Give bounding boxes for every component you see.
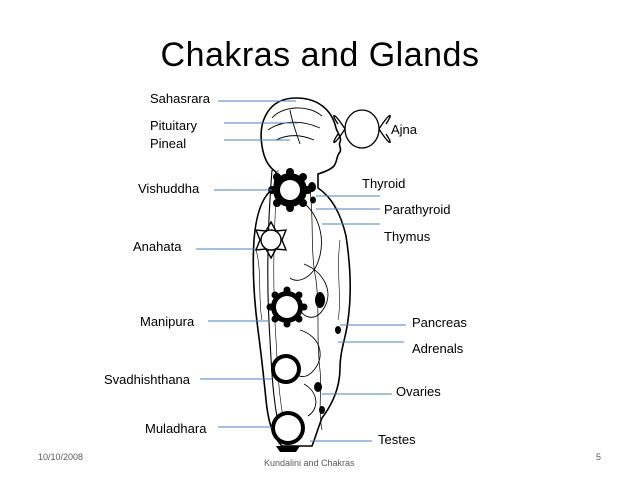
ovary-gland-marker: [314, 382, 322, 392]
label-sahasrara: Sahasrara: [150, 91, 210, 106]
adrenal-gland-marker: [335, 326, 341, 334]
ovary-gland-marker-2: [319, 406, 325, 414]
manipura-chakra-icon: [266, 286, 308, 328]
anahata-chakra-icon: [254, 220, 288, 260]
vishuddha-chakra-icon: [268, 168, 312, 212]
ajna-eye-symbol: [333, 109, 391, 149]
footer-page-number: 5: [596, 452, 602, 462]
label-vishuddha: Vishuddha: [138, 181, 200, 196]
label-testes: Testes: [378, 432, 416, 447]
label-pituitary: Pituitary: [150, 118, 197, 133]
label-pancreas: Pancreas: [412, 315, 467, 330]
label-ovaries: Ovaries: [396, 384, 441, 399]
pancreas-gland-marker: [315, 292, 325, 308]
body-silhouette: [252, 97, 351, 447]
gland-markers: [308, 182, 341, 414]
muladhara-chakra-icon: [271, 411, 305, 452]
label-muladhara: Muladhara: [145, 421, 207, 436]
label-pineal: Pineal: [150, 136, 187, 151]
slide-title: Chakras and Glands: [160, 36, 480, 74]
svadhishthana-chakra-icon: [271, 354, 301, 384]
label-svadhishthana: Svadhishthana: [104, 372, 191, 387]
label-anahata: Anahata: [133, 239, 182, 254]
label-thyroid: Thyroid: [362, 176, 406, 191]
footer-title: Kundalini and Chakras: [264, 458, 355, 468]
leader-lines: [196, 100, 406, 442]
label-thymus: Thymus: [384, 229, 431, 244]
label-adrenals: Adrenals: [412, 341, 464, 356]
label-ajna: Ajna: [391, 122, 418, 137]
footer-date: 10/10/2008: [38, 452, 84, 462]
label-manipura: Manipura: [140, 314, 195, 329]
parathyroid-gland-marker: [310, 196, 316, 204]
label-parathyroid: Parathyroid: [384, 202, 451, 217]
